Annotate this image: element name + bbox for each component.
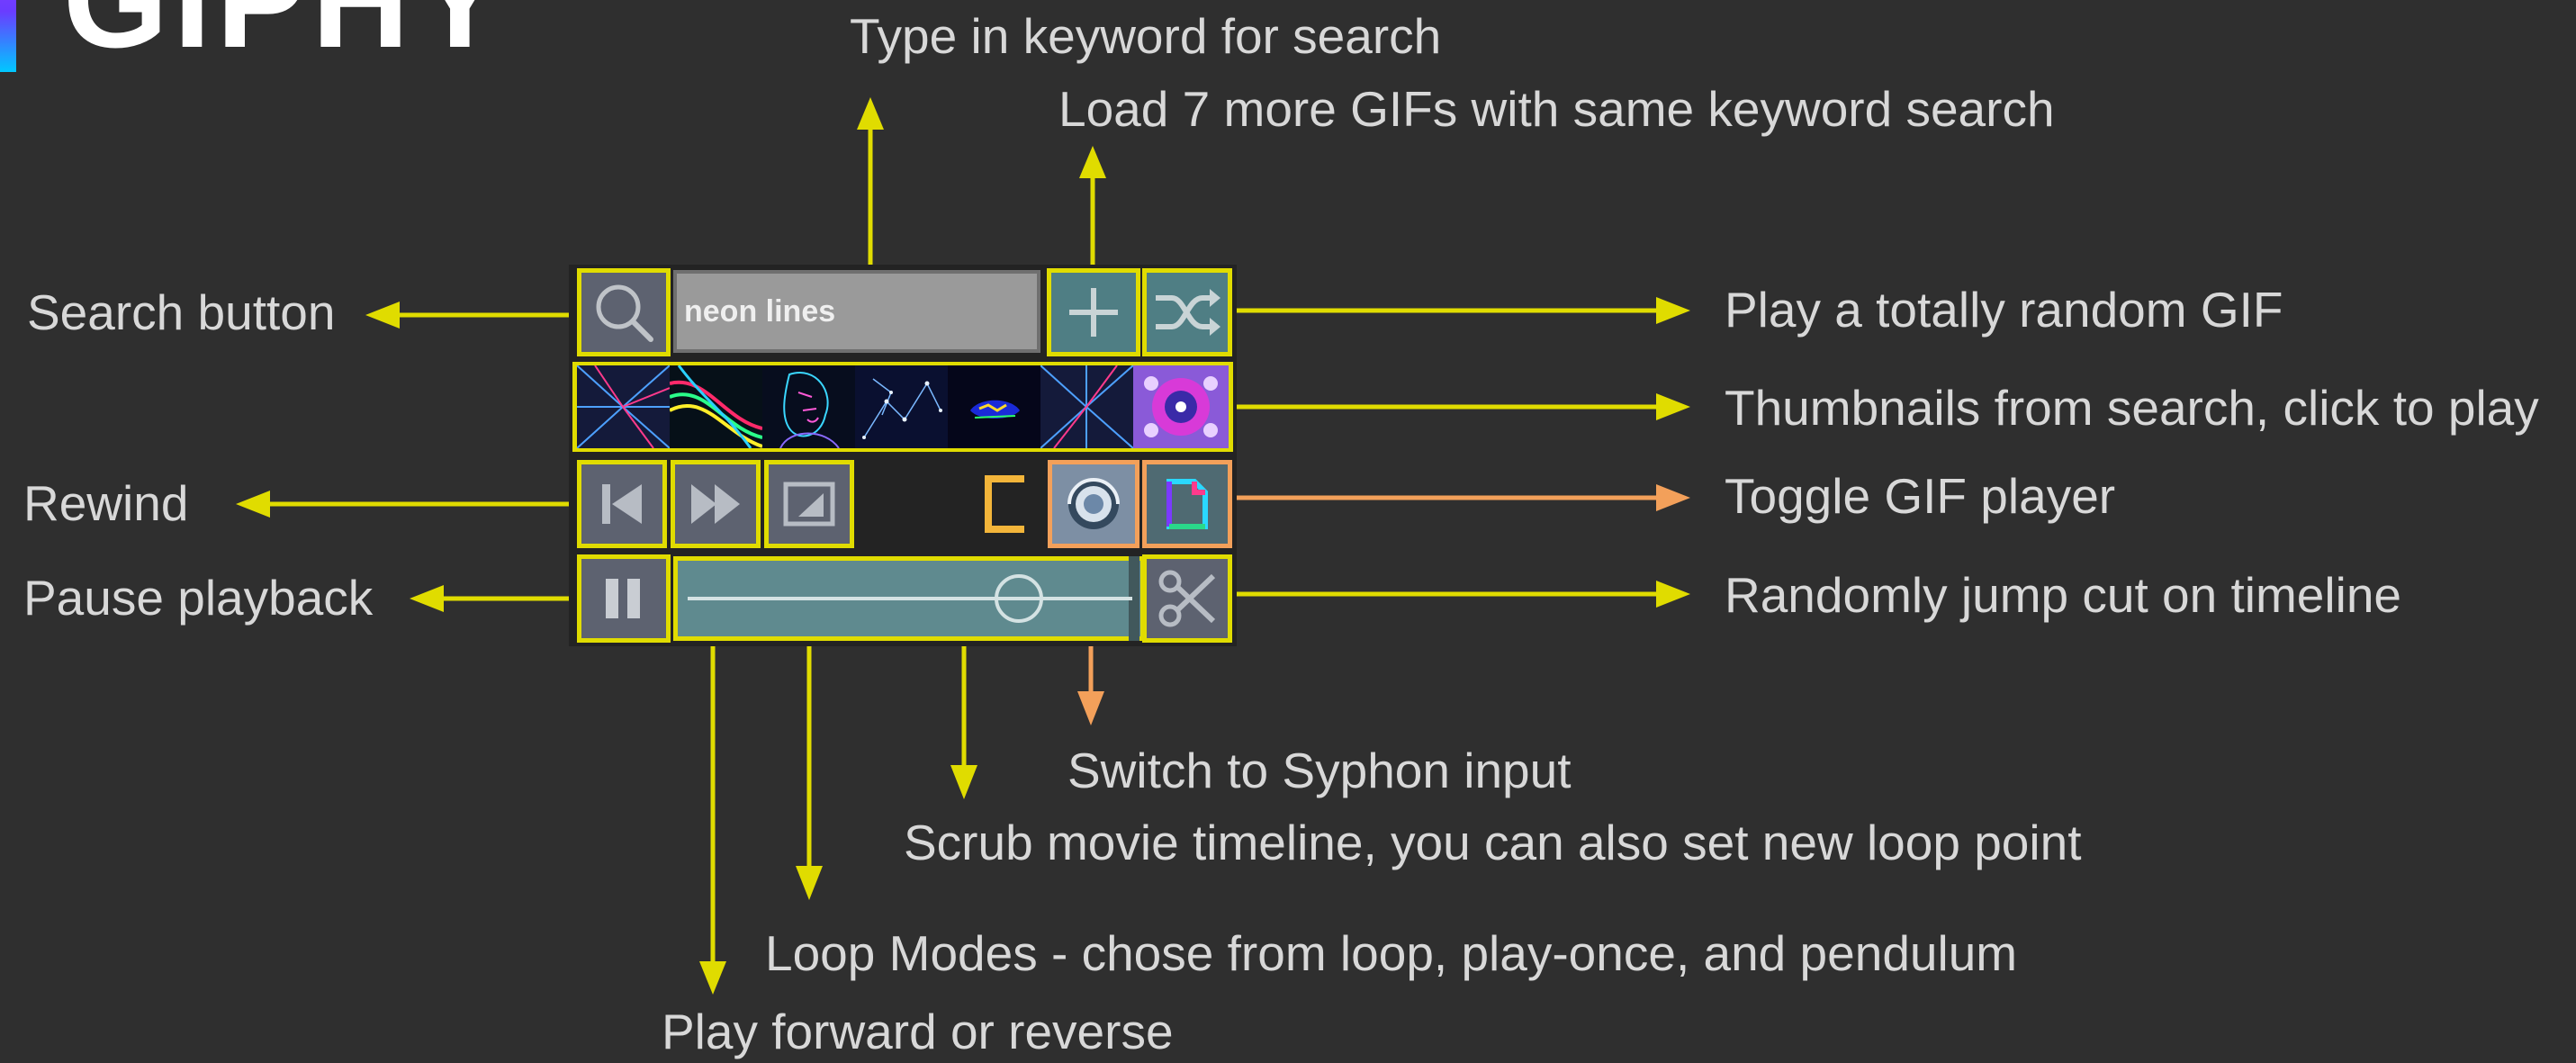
label-syphon: Switch to Syphon input xyxy=(1067,743,1572,798)
arrowhead-pause xyxy=(410,585,444,612)
arrowhead-loadmore xyxy=(1079,146,1106,178)
thumbnail-strip xyxy=(572,362,1233,452)
label-type-keyword: Type in keyword for search xyxy=(850,8,1442,64)
rewind-button[interactable] xyxy=(577,460,667,548)
giphy-logo: GIPHY xyxy=(0,0,505,72)
load-more-button[interactable] xyxy=(1047,268,1140,356)
label-search-button: Search button xyxy=(27,284,336,340)
thumbnail-2[interactable] xyxy=(670,365,762,448)
timeline-track xyxy=(688,574,1132,623)
arrowhead-playdir xyxy=(699,961,726,995)
arrowhead-scrub xyxy=(796,866,823,900)
arrowhead-toggle xyxy=(1656,484,1690,511)
loop-mode-icon xyxy=(783,482,835,527)
label-play-direction: Play forward or reverse xyxy=(662,1004,1174,1059)
thumbnail-6[interactable] xyxy=(1040,365,1133,448)
syphon-icon xyxy=(1067,478,1120,529)
arrowhead-jumpcut xyxy=(1656,581,1690,608)
label-jump-cut: Randomly jump cut on timeline xyxy=(1725,567,2402,623)
arrowhead-keyword xyxy=(857,97,884,130)
label-pause: Pause playback xyxy=(23,570,374,626)
thumbnail-1[interactable] xyxy=(577,365,670,448)
thumbnail-5[interactable] xyxy=(948,365,1040,448)
arrowhead-loopmode xyxy=(1077,691,1104,725)
thumbnail-4[interactable] xyxy=(855,365,948,448)
pause-icon xyxy=(606,579,640,618)
plus-icon xyxy=(1069,288,1118,337)
random-gif-button[interactable] xyxy=(1142,268,1232,356)
pause-button[interactable] xyxy=(577,554,671,643)
timeline-playhead[interactable] xyxy=(995,574,1043,623)
search-button[interactable] xyxy=(577,268,671,356)
jump-cut-button[interactable] xyxy=(1142,554,1232,643)
label-load-more: Load 7 more GIFs with same keyword searc… xyxy=(1058,81,2055,137)
label-rewind: Rewind xyxy=(23,475,189,531)
skip-back-icon xyxy=(602,484,642,524)
logo-wordmark: GIPHY xyxy=(63,0,510,76)
timeline-end-shade xyxy=(1129,556,1139,641)
arrowhead-random xyxy=(1656,297,1690,324)
toggle-gif-player-button[interactable] xyxy=(1142,460,1232,548)
label-random-gif: Play a totally random GIF xyxy=(1725,282,2283,338)
thumbnail-7[interactable] xyxy=(1133,365,1229,448)
fast-forward-icon xyxy=(691,484,740,524)
label-toggle-player: Toggle GIF player xyxy=(1725,468,2116,524)
giphy-file-icon xyxy=(1166,479,1208,529)
label-loop-modes: Loop Modes - chose from loop, play-once,… xyxy=(765,925,2018,981)
scissors-icon xyxy=(1158,570,1216,627)
thumbnail-3[interactable] xyxy=(762,365,855,448)
search-input[interactable]: neon lines xyxy=(673,270,1040,353)
arrowhead-rewind xyxy=(236,491,270,518)
loop-mode-button[interactable] xyxy=(764,460,854,548)
arrowhead-search xyxy=(365,302,400,329)
syphon-input-button[interactable] xyxy=(1048,460,1139,548)
arrowhead-thumbs xyxy=(1656,393,1690,420)
label-scrub: Scrub movie timeline, you can also set n… xyxy=(904,815,2082,870)
search-icon xyxy=(596,284,653,342)
play-direction-button[interactable] xyxy=(671,460,761,548)
logo-color-bar xyxy=(0,0,16,72)
label-thumbnails: Thumbnails from search, click to play xyxy=(1725,380,2539,436)
shuffle-icon xyxy=(1156,289,1220,336)
arrowhead-syphon xyxy=(950,765,977,799)
syphon-bracket-icon[interactable] xyxy=(979,473,1031,535)
